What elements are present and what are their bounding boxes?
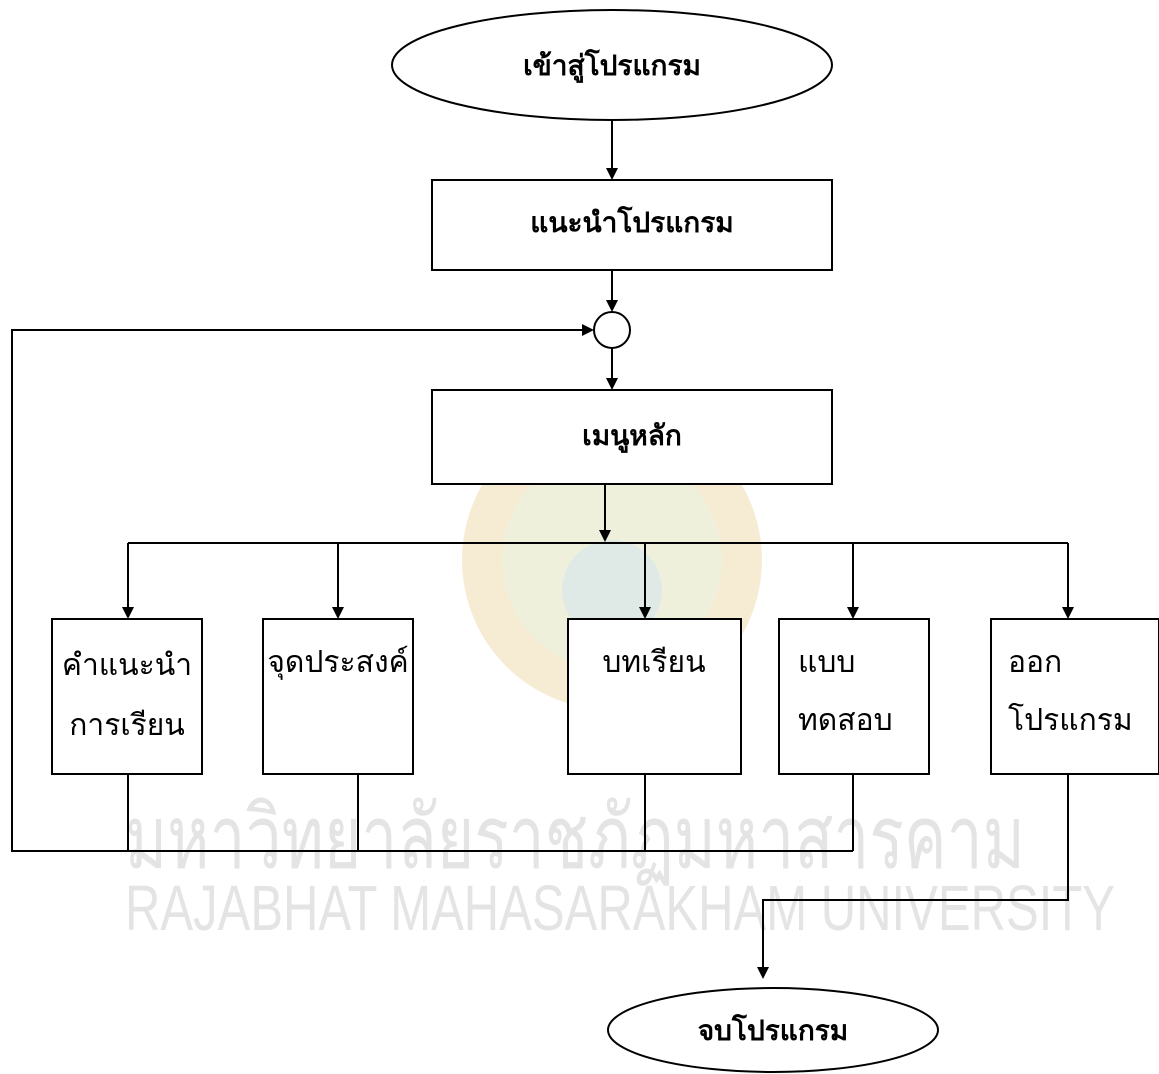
loop-back-path [11, 324, 853, 852]
arrow-exit-to-end [757, 774, 1069, 979]
main-menu-label: เมนูหลัก [582, 419, 682, 453]
watermark-english: RAJABHAT MAHASARAKHAM UNIVERSITY [125, 872, 1115, 944]
start-label: เข้าสู่โปรแกรม [523, 48, 701, 83]
main-menu-box [431, 389, 833, 485]
learning-guide-label-line2: การเรียน [69, 708, 185, 743]
end-terminal [607, 987, 939, 1073]
objectives-label: จุดประสงค์ [267, 645, 408, 681]
intro-box [431, 179, 833, 271]
test-box [778, 618, 930, 775]
learning-guide-label-line1: คำแนะนำ [62, 648, 192, 683]
end-label: จบโปรแกรม [698, 1013, 849, 1047]
test-label-line2: ทดสอบ [798, 703, 893, 738]
watermark-thai: มหาวิทยาลัยราชภัฏมหาสารคาม [125, 786, 1025, 889]
loop-connector [593, 311, 631, 349]
learning-guide-box [51, 618, 203, 775]
exit-box [990, 618, 1159, 775]
lessons-box [567, 618, 742, 775]
exit-label-line1: ออก [1008, 645, 1062, 680]
test-label-line1: แบบ [798, 645, 855, 680]
intro-label: แนะนำโปรแกรม [530, 205, 733, 239]
exit-label-line2: โปรแกรม [1008, 702, 1133, 738]
lessons-label: บทเรียน [602, 645, 705, 680]
objectives-box [262, 618, 414, 775]
